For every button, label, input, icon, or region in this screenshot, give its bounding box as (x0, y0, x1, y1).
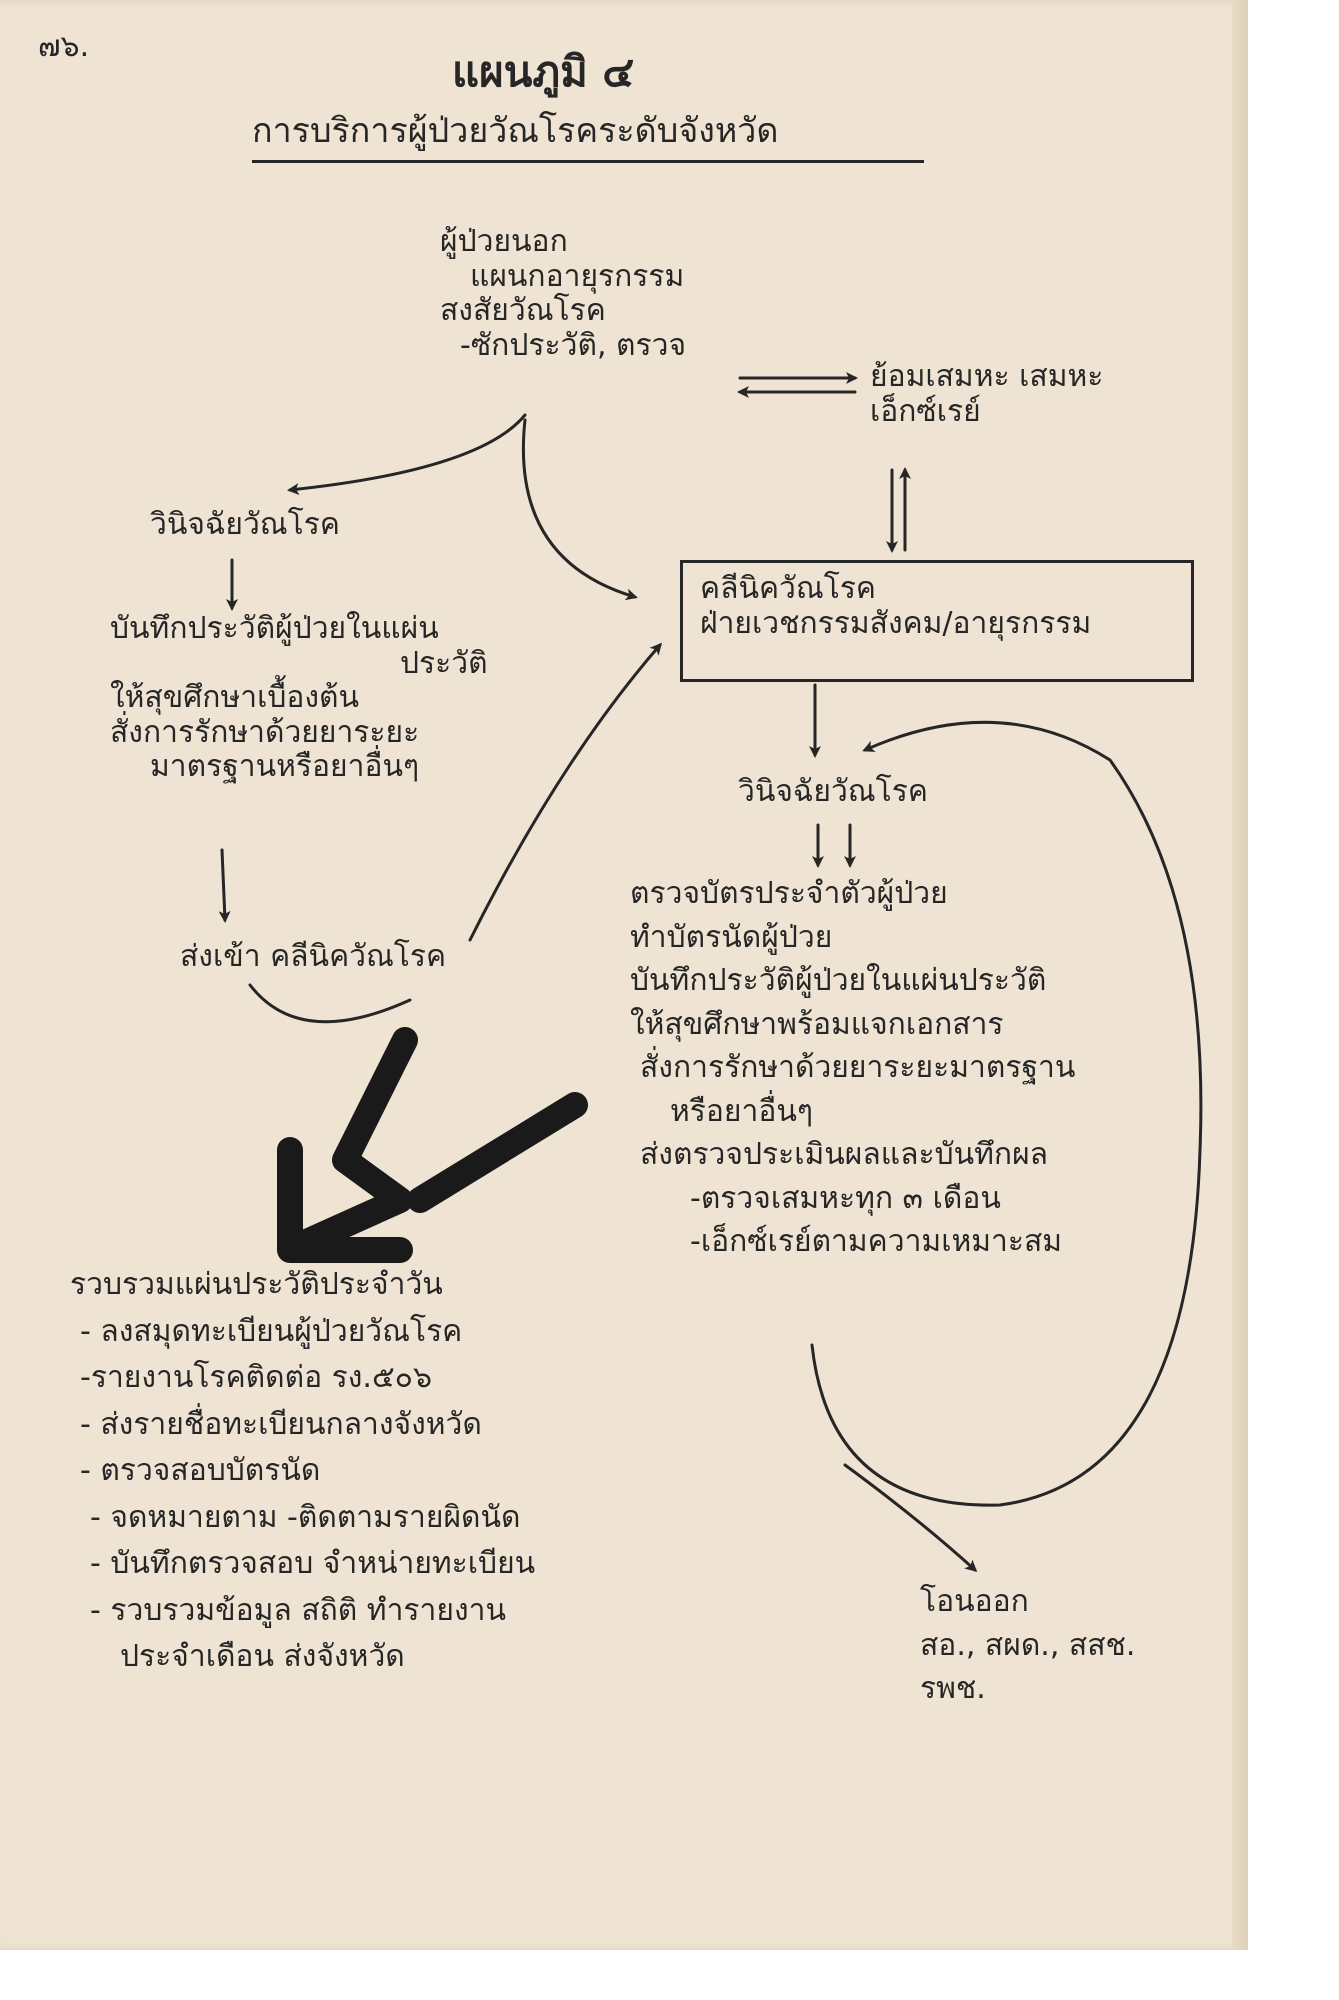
node-line: - ตรวจสอบบัตรนัด (80, 1453, 321, 1488)
arrow-send-to-clinic (468, 642, 662, 942)
node-line: รวบรวมแผ่นประวัติประจำวัน (70, 1267, 443, 1302)
node-line: แผนกอายุรกรรม (470, 258, 685, 294)
arrow-outpatient-to-clinic (521, 418, 638, 601)
node-line: สั่งการรักษาด้วยยาระยะ (110, 714, 420, 750)
node-line: บันทึกประวัติผู้ป่วยในแผ่น (110, 611, 439, 646)
node-line: ประวัติ (400, 645, 488, 681)
node-line: สอ., สผด., สสช. (920, 1627, 1136, 1663)
node-line: - บันทึกตรวจสอบ จำหน่ายทะเบียน (90, 1546, 536, 1581)
arrow-to-discharge (843, 1463, 978, 1573)
node-line: ผู้ป่วยนอก (440, 224, 568, 259)
node-summary: รวบรวมแผ่นประวัติประจำวัน - ลงสมุดทะเบีย… (70, 1262, 535, 1681)
node-line: บันทึกประวัติผู้ป่วยในแผ่นประวัติ (630, 963, 1047, 998)
node-line: -เอ็กซ์เรย์ตามความเหมาะสม (690, 1224, 1063, 1259)
node-send-clinic: ส่งเข้า คลีนิควัณโรค (180, 939, 447, 974)
node-line: ตรวจบัตรประจำตัวผู้ป่วย (630, 876, 948, 911)
node-line: ประจำเดือน ส่งจังหวัด (120, 1639, 405, 1674)
node-line: - ส่งรายชื่อทะเบียนกลางจังหวัด (80, 1406, 482, 1442)
subtitle-underline (252, 160, 924, 163)
follow-up-loop (810, 720, 1203, 1507)
node-line: เอ็กซ์เรย์ (870, 393, 981, 429)
node-diagnosis-right: วินิจฉัยวัณโรค (738, 774, 928, 809)
node-line: มาตรฐานหรือยาอื่นๆ (150, 749, 420, 784)
paper-edge (1232, 0, 1248, 1950)
node-line: - ลงสมุดทะเบียนผู้ป่วยวัณโรค (80, 1313, 463, 1349)
node-line: รพช. (920, 1671, 986, 1706)
node-line: -รายงานโรคติดต่อ รง.๕๐๖ (80, 1360, 433, 1395)
clinic-box (680, 560, 1194, 682)
node-record-left: บันทึกประวัติผู้ป่วยในแผ่น ประวัติ ให้สุ… (110, 611, 488, 785)
node-line: - จดหมายตาม -ติดตามรายผิดนัด (90, 1499, 521, 1535)
node-outpatient: ผู้ป่วยนอก แผนกอายุรกรรม สงสัยวัณโรค -ซั… (440, 224, 687, 363)
node-line: โอนออก (920, 1584, 1029, 1619)
node-line: สงสัยวัณโรค (440, 293, 606, 328)
node-line: - รวบรวมข้อมูล สถิติ ทำรายงาน (90, 1592, 506, 1628)
node-line: -ตรวจเสมหะทุก ๓ เดือน (690, 1180, 1001, 1216)
node-line: ทำบัตรนัดผู้ป่วย (630, 919, 833, 955)
node-line: สั่งการรักษาด้วยยาระยะมาตรฐาน (640, 1050, 1076, 1085)
node-diagnosis-left: วินิจฉัยวัณโรค (150, 507, 340, 542)
node-discharge: โอนออก สอ., สผด., สสช. รพช. (920, 1580, 1135, 1711)
node-line: ฝ่ายเวชกรรมสังคม/อายุรกรรม (700, 605, 1092, 641)
node-line: ส่งตรวจประเมินผลและบันทึกผล (640, 1137, 1049, 1172)
node-line: หรือยาอื่นๆ (670, 1093, 813, 1129)
node-line: -ซักประวัติ, ตรวจ (460, 327, 687, 363)
node-clinic: คลีนิควัณโรค ฝ่ายเวชกรรมสังคม/อายุรกรรม (700, 571, 1092, 641)
big-arrow-to-summary (277, 1027, 588, 1263)
node-lab: ย้อมเสมหะ เสมหะ เอ็กซ์เรย์ (870, 359, 1104, 429)
paper-sheet (0, 0, 1248, 1950)
arrow-record-to-send-left (218, 848, 231, 923)
node-clinic-tasks: ตรวจบัตรประจำตัวผู้ป่วย ทำบัตรนัดผู้ป่วย… (630, 872, 1075, 1264)
page-title: แผนภูมิ ๔ (452, 47, 635, 96)
loop-under-send (248, 983, 412, 1024)
node-line: ให้สุขศึกษาเบื้องต้น (110, 680, 360, 715)
page-number: ๗๖. (38, 29, 90, 64)
arrow-outpatient-to-diagnosis-left (287, 413, 527, 496)
node-line: ย้อมเสมหะ เสมหะ (870, 359, 1104, 394)
diagram-subtitle: การบริการผู้ป่วยวัณโรคระดับจังหวัด (252, 111, 779, 151)
node-line: ให้สุขศึกษาพร้อมแจกเอกสาร (630, 1006, 1004, 1042)
node-line: คลีนิควัณโรค (700, 571, 877, 606)
